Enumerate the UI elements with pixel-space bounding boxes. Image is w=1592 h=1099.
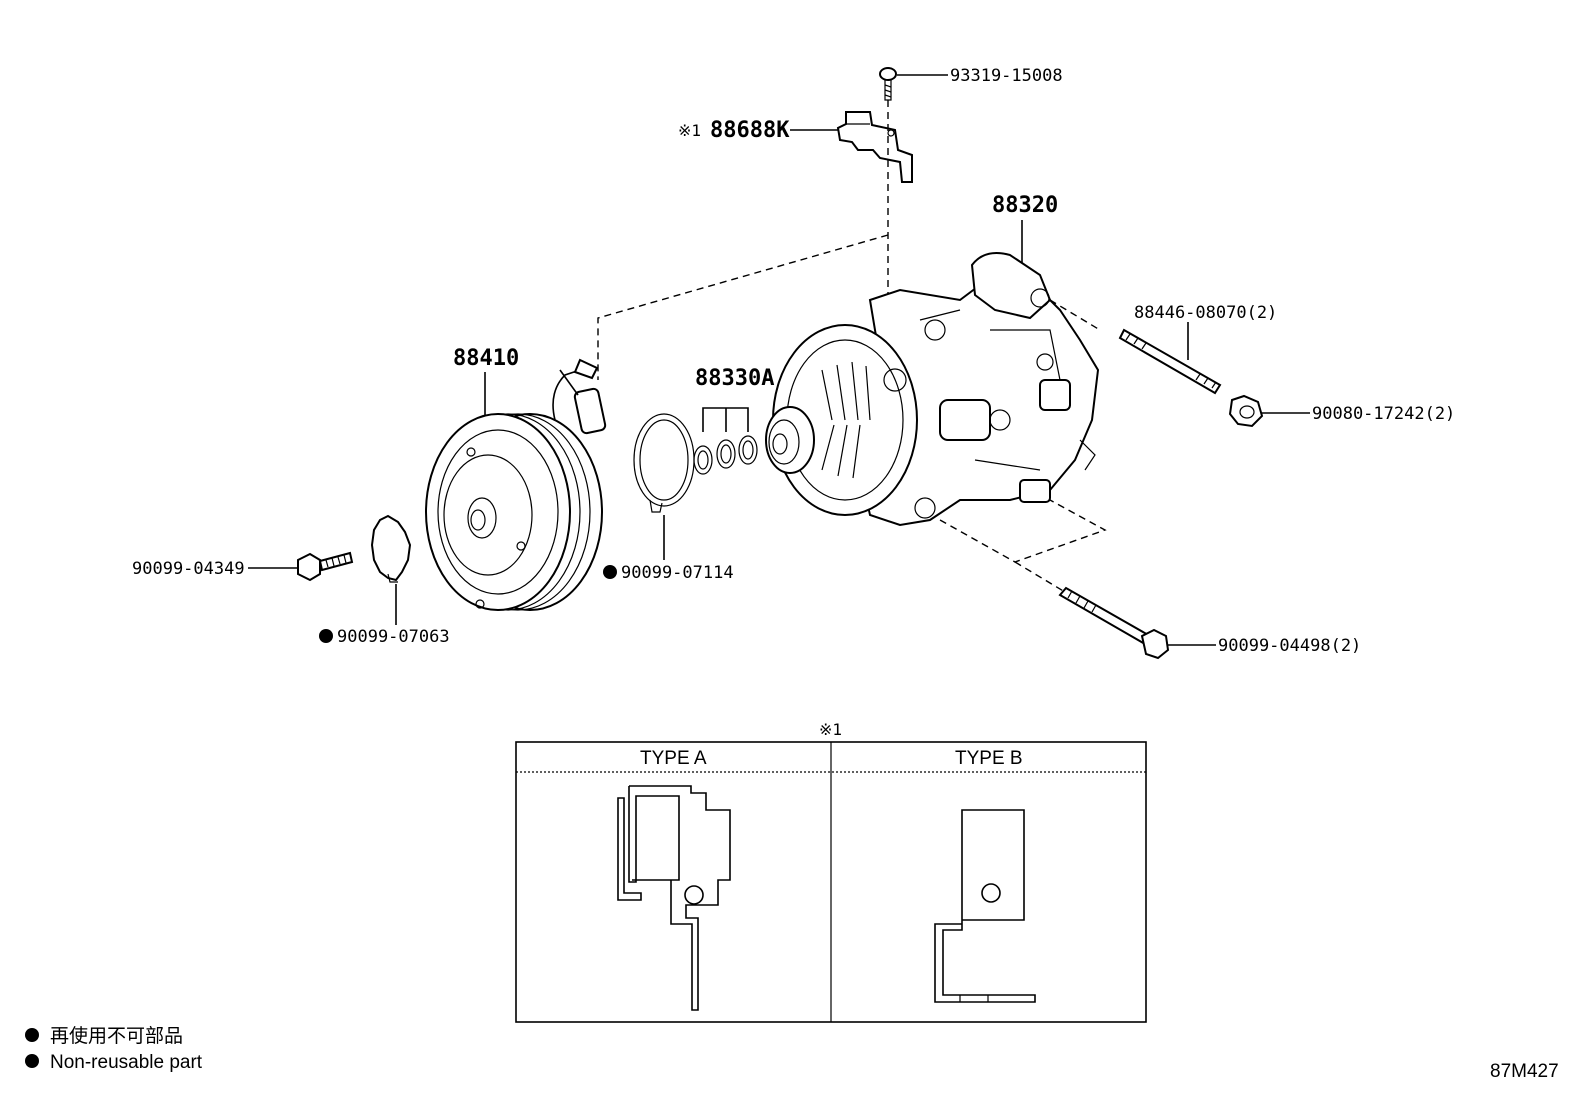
label-clutch: 88410 — [453, 346, 519, 371]
figure-id: 87M427 — [1490, 1061, 1559, 1082]
label-bracket-ref: ※1 — [678, 121, 701, 140]
label-bolt-left: 90099-04349 — [132, 559, 245, 579]
label-snap-ring-a: 90099-07114 — [621, 563, 734, 583]
type-b-bracket — [934, 809, 1036, 1003]
clutch-part — [425, 358, 607, 611]
snap-ring-a-part — [633, 413, 695, 513]
dash-bottom-mount — [939, 499, 1107, 563]
bracket-part — [836, 111, 913, 183]
bullet-icon — [603, 565, 617, 579]
detail-type-b-label: TYPE B — [955, 748, 1023, 769]
bullet-icon — [25, 1054, 39, 1068]
label-compressor: 88320 — [992, 193, 1058, 218]
legend-jp: 再使用不可部品 — [50, 1025, 183, 1047]
label-stud: 88446-08070(2) — [1134, 303, 1277, 323]
label-snap-ring-b: 90099-07063 — [337, 627, 450, 647]
dash-stud-axis — [1049, 299, 1101, 331]
detail-ref-mark: ※1 — [819, 720, 842, 739]
compressor-part — [765, 252, 1100, 527]
shims-part — [693, 435, 758, 475]
label-bolt-bottom: 90099-04498(2) — [1218, 636, 1361, 656]
label-nut: 90080-17242(2) — [1312, 404, 1455, 424]
nut-part — [1228, 394, 1264, 428]
screw-top-part — [879, 67, 897, 101]
leader-shims — [702, 407, 749, 432]
dash-bracket-to-wire — [597, 234, 889, 380]
detail-type-a-label: TYPE A — [640, 748, 707, 769]
snap-ring-b-part — [370, 514, 412, 583]
bolt-left-part — [297, 551, 354, 582]
stud-part — [1118, 328, 1222, 395]
legend-en: Non-reusable part — [50, 1052, 203, 1073]
label-screw-top: 93319-15008 — [950, 66, 1063, 86]
label-bracket: 88688K — [710, 118, 790, 143]
bullet-icon — [25, 1028, 39, 1042]
dash-bolt-axis — [1014, 561, 1071, 596]
type-a-bracket — [617, 785, 731, 1011]
label-shims: 88330A — [695, 366, 774, 391]
detail-table — [515, 741, 1147, 1023]
bullet-icon — [319, 629, 333, 643]
bolt-bottom-part — [1058, 586, 1170, 660]
